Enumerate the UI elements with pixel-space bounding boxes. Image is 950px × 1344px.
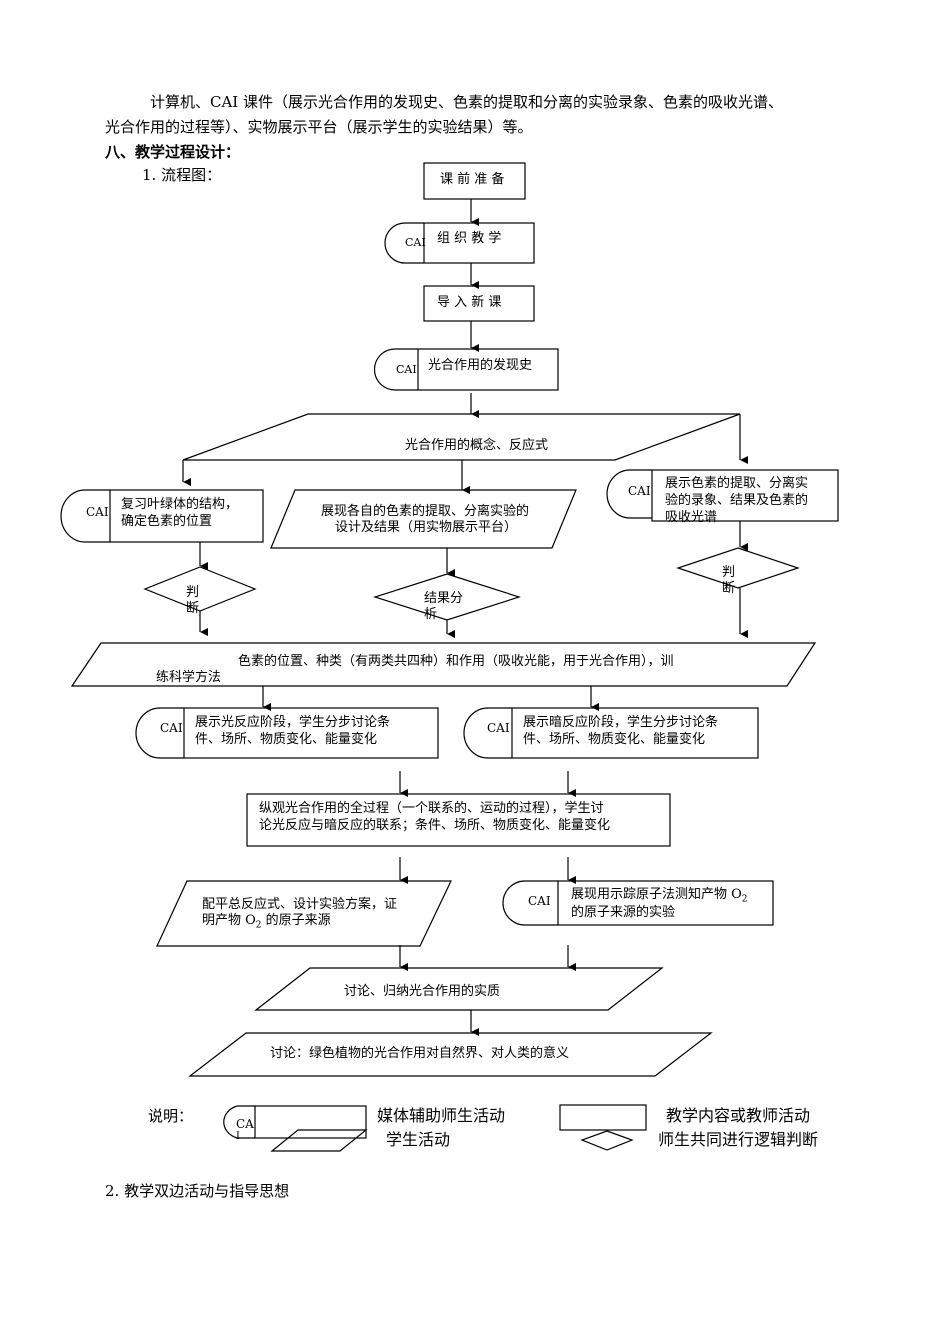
judge-diamond-right [676, 547, 800, 589]
show-line-1: 展示色素的提取、分离实 [665, 476, 809, 491]
whole-process-box [246, 793, 671, 847]
judge-left-line-1: 判 [186, 585, 200, 600]
subscript-2: 2 [255, 920, 262, 931]
legend-content: 教学内容或教师活动 [666, 1106, 811, 1125]
cai-label: CAI [528, 894, 551, 908]
intro-new-box [423, 285, 535, 322]
prep-label: 课 前 准 备 [440, 172, 505, 187]
show-line-2: 验的录象、结果及色素的 [665, 493, 809, 508]
whole-line-2: 论光反应与暗反应的联系；条件、场所、物质变化、能量变化 [259, 818, 611, 833]
extract-parallelogram [270, 489, 577, 549]
judge-left-line-2: 断 [186, 601, 200, 616]
legend-media: 媒体辅助师生活动 [377, 1106, 506, 1125]
result-line-2: 析 [424, 607, 438, 622]
subscript-2: 2 [741, 894, 748, 905]
trace-box [557, 880, 774, 926]
legend-cai-label-2: I [236, 1131, 240, 1142]
section-heading: 八、教学过程设计： [105, 143, 241, 161]
show-box [651, 469, 839, 522]
legend-cai-badge [223, 1105, 255, 1139]
legend-parallelogram [270, 1129, 368, 1152]
balance-parallelogram [156, 880, 452, 947]
legend-media-box [254, 1105, 367, 1139]
organize-box [423, 222, 535, 264]
extract-line-2: 设计及结果（用实物展示平台） [335, 520, 518, 535]
judge-diamond-left [143, 566, 257, 612]
balance-text-a: 明产物 O [202, 913, 256, 928]
intro-line-2: 光合作用的过程等）、实物展示平台（展示学生的实验结果）等。 [105, 118, 533, 136]
legend-diamond [580, 1130, 634, 1151]
intro-line-1: 计算机、CAI 课件（展示光合作用的发现史、色素的提取和分离的实验录象、色素的吸… [150, 93, 784, 111]
balance-text-b: 的原子来源 [261, 913, 331, 928]
show-line-3: 吸收光谱 [665, 510, 718, 525]
flow-label: 1. 流程图： [142, 166, 222, 184]
cai-badge [463, 707, 512, 759]
light-box [183, 707, 439, 759]
result-line-1: 结果分 [424, 591, 464, 606]
trace-text-a: 展现用示踪原子法测知产物 O [571, 887, 742, 902]
history-label: 光合作用的发现史 [428, 358, 533, 373]
review-box [109, 489, 264, 543]
judge-right-line-2: 断 [722, 581, 736, 596]
discuss-parallelogram [254, 967, 664, 1011]
pigment-line-1: 色素的位置、种类（有两类共四种）和作用（吸收光能，用于光合作用），训 [238, 654, 674, 669]
intro-new-label: 导 入 新 课 [437, 295, 502, 310]
cai-badge [606, 469, 652, 519]
light-line-1: 展示光反应阶段，学生分步讨论条 [195, 715, 391, 730]
cai-label: CAI [405, 236, 426, 249]
review-line-2: 确定色素的位置 [121, 514, 213, 529]
legend-cai-label-1: CA [236, 1117, 254, 1131]
cai-label: CAI [628, 484, 651, 498]
cai-badge [135, 707, 184, 759]
concept-label: 光合作用的概念、反应式 [405, 438, 549, 453]
significance-parallelogram [188, 1032, 713, 1077]
cai-badge [60, 489, 110, 543]
dark-box [511, 707, 759, 759]
dark-line-2: 件、场所、物质变化、能量变化 [523, 732, 706, 747]
cai-label: CAI [160, 721, 183, 735]
trace-line-2: 的原子来源的实验 [571, 905, 676, 920]
dark-line-1: 展示暗反应阶段，学生分步讨论条 [523, 715, 719, 730]
discuss-label: 讨论、归纳光合作用的实质 [344, 984, 501, 999]
cai-label: CAI [396, 363, 417, 376]
balance-line-1: 配平总反应式、设计实验方案，证 [202, 897, 398, 912]
trace-line-1: 展现用示踪原子法测知产物 O2 [571, 887, 748, 908]
significance-label: 讨论：绿色植物的光合作用对自然界、对人类的意义 [270, 1046, 570, 1061]
legend-student: 学生活动 [386, 1130, 451, 1149]
legend-content-box [559, 1104, 647, 1131]
light-line-2: 件、场所、物质变化、能量变化 [195, 732, 378, 747]
legend-label: 说明： [148, 1107, 194, 1125]
pigment-parallelogram [70, 642, 817, 687]
whole-line-1: 纵观光合作用的全过程（一个联系的、运动的过程），学生讨 [259, 801, 604, 816]
organize-label: 组 织 教 学 [437, 231, 502, 246]
cai-badge [373, 348, 418, 391]
cai-label: CAI [86, 505, 109, 519]
judge-right-line-1: 判 [722, 565, 736, 580]
pigment-line-2: 练科学方法 [156, 670, 222, 685]
cai-badge [502, 880, 558, 926]
cai-badge [384, 222, 424, 264]
prep-box [423, 162, 526, 200]
cai-label: CAI [487, 721, 510, 735]
legend-logic: 师生共同进行逻辑判断 [658, 1130, 819, 1149]
review-line-1: 复习叶绿体的结构， [121, 497, 239, 512]
history-box [417, 348, 559, 391]
balance-line-2: 明产物 O2 的原子来源 [202, 913, 331, 934]
next-heading: 2. 教学双边活动与指导思想 [105, 1182, 290, 1200]
extract-line-1: 展现各自的色素的提取、分离实验的 [321, 504, 530, 519]
